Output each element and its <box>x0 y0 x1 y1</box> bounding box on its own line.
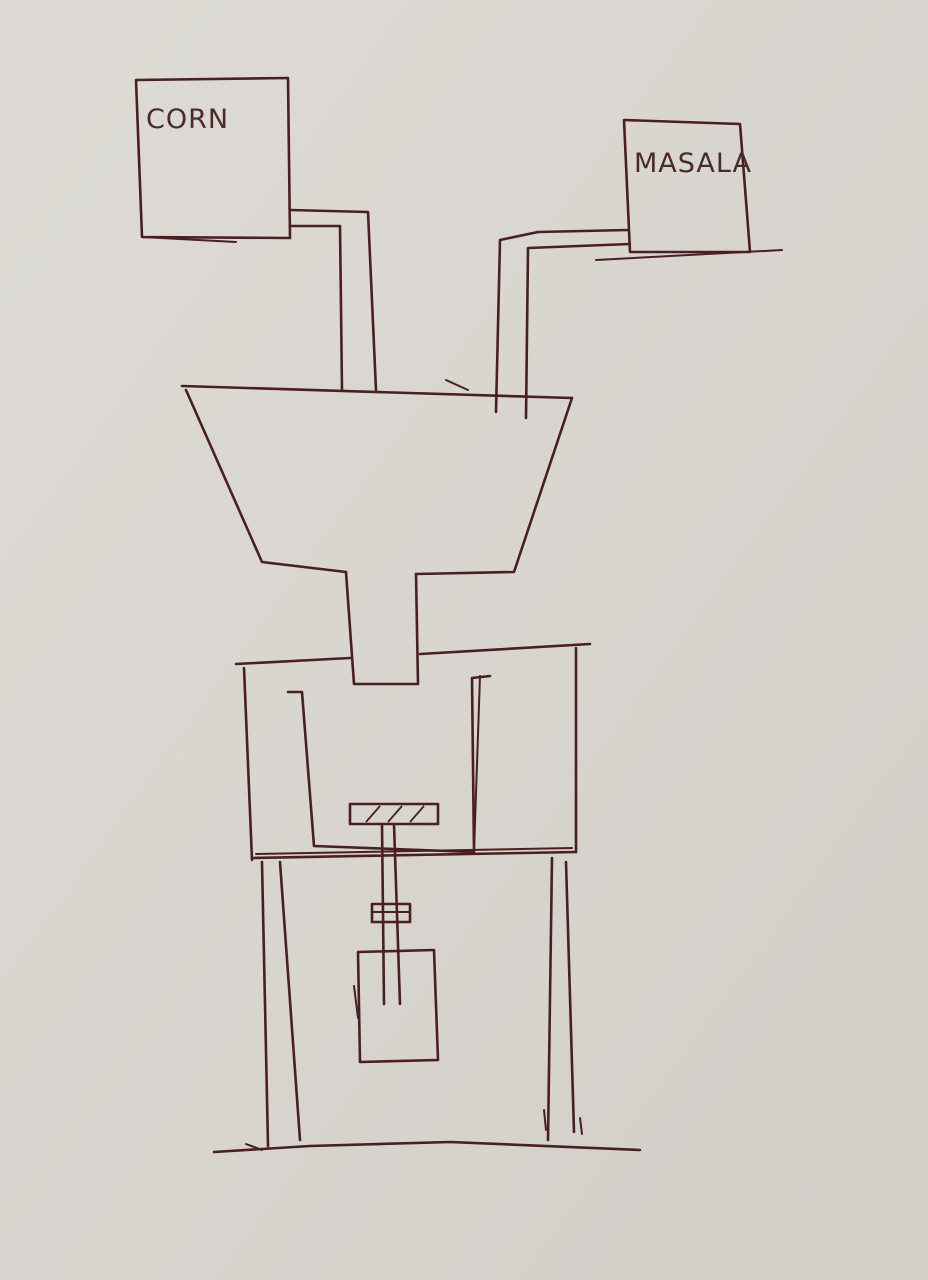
corn-label: CORN <box>146 104 229 135</box>
masala-label: MASALA <box>634 148 752 179</box>
